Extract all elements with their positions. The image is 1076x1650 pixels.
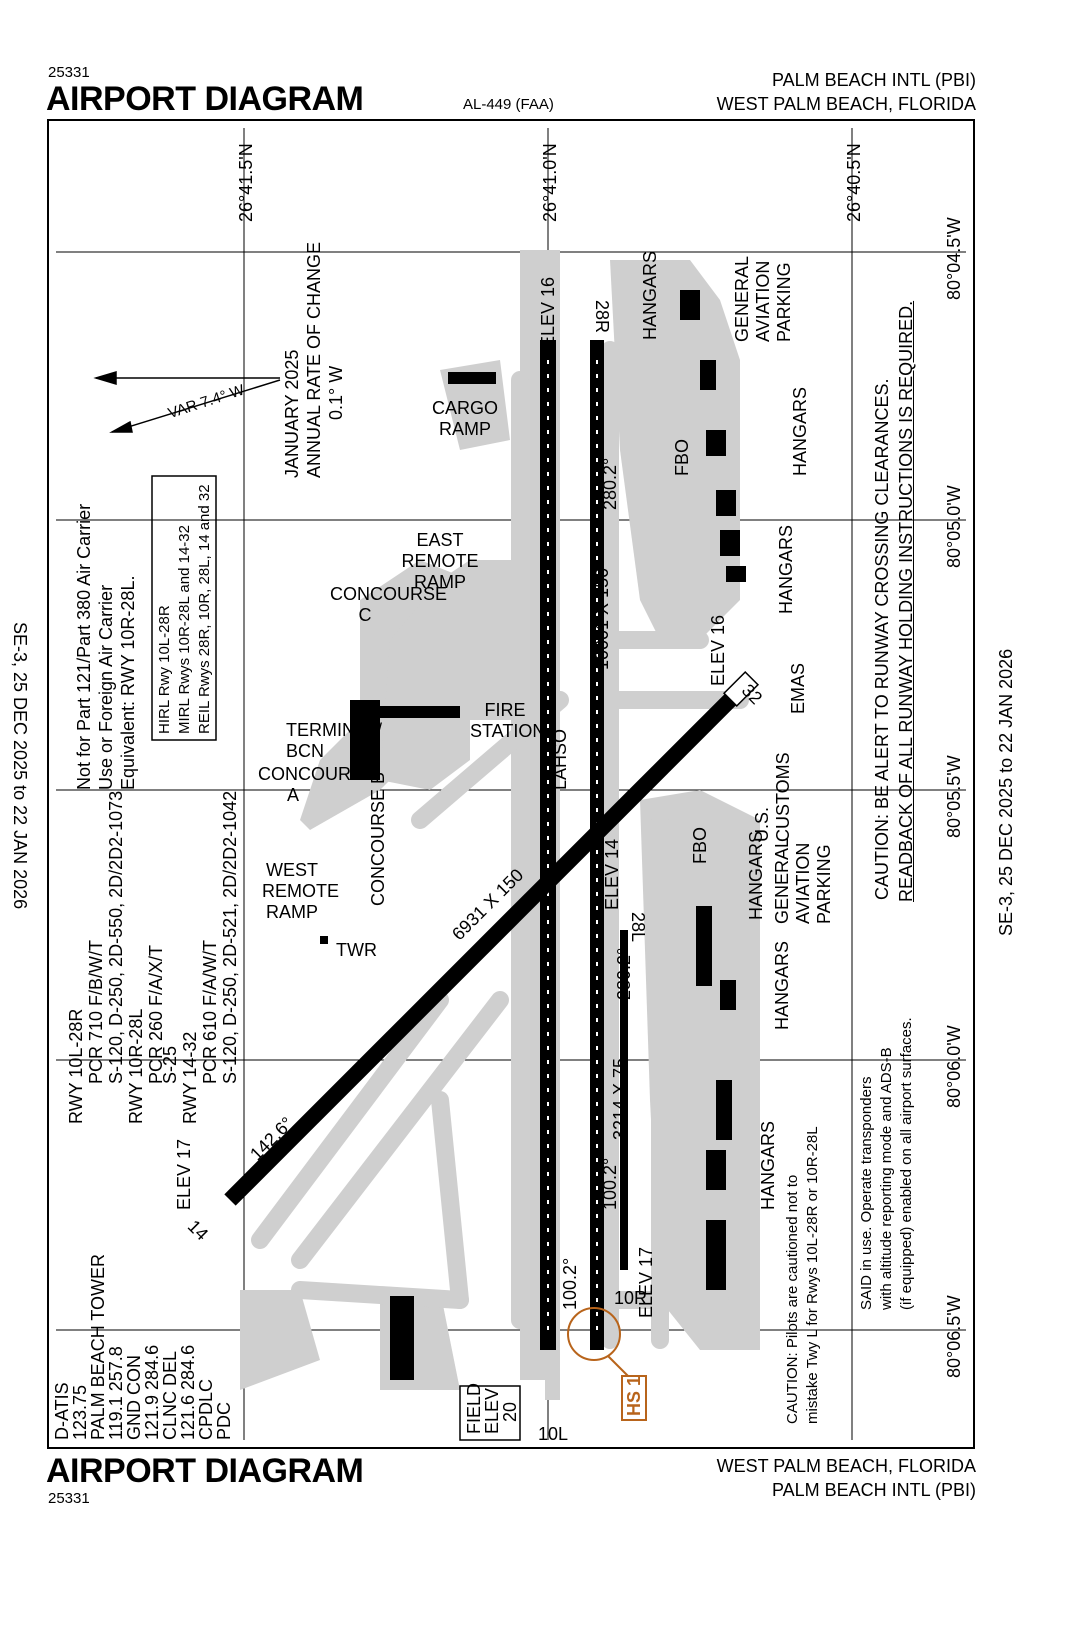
lighting-note-2: MIRL Rwys 10R-28L and 14-32 [176,525,193,734]
runway-10l-28r [540,340,556,1350]
page-title-bottom: AIRPORT DIAGRAM [46,1452,364,1490]
buildings [320,290,746,1380]
fire-station-label: FIRE STATION [470,700,546,741]
fbo-label-2: FBO [690,826,710,864]
lon-label-5: 80°06.5'W [944,1295,964,1378]
hangars-label-2: HANGARS [790,386,810,476]
elev-10r: ELEV 17 [636,1246,656,1318]
lat-label-1: 26°41.5'N [236,143,256,222]
lahso-label: LAHSO [550,728,570,790]
pcr-line-7: RWY 14-32 [180,1031,200,1124]
hangars-label-4: HANGARS [746,830,766,920]
terminal-label: TERMINAL/ BCN [286,720,383,761]
west-remote-ramp-label: WEST REMOTE RAMP [262,860,340,922]
hangars-label-6: HANGARS [758,1120,778,1210]
elev-14: ELEV 17 [174,1138,194,1210]
east-remote-ramp-label: EAST REMOTE RAMP [401,530,479,592]
pcr-line-9: S-120, D-250, 2D-521, 2D/2D2-1042 [220,790,240,1084]
rwy-end-28r: 28R [592,300,612,334]
chart-id: AL-449 (FAA) [463,96,554,113]
rwy-end-10r: 10R [614,1288,648,1308]
rwy-10l-28r-dims: 10001 X 150 [592,567,612,670]
caution-main-2: READBACK OF ALL RUNWAY HOLDING INSTRUCTI… [896,300,916,902]
said-note-3: (if equipped) enabled on all airport sur… [898,1017,915,1310]
city-bottom: WEST PALM BEACH, FLORIDA [716,1456,976,1476]
us-customs-label: U.S. CUSTOMS [752,752,793,842]
variation-note-1: JANUARY 2025 [282,349,302,478]
pcr-line-8: PCR 610 F/A/W/T [200,939,220,1084]
lon-label-1: 80°04.5'W [944,217,964,300]
lon-label-3: 80°05.5'W [944,755,964,838]
part121-note-2: Use or Foreign Air Carrier [96,584,116,790]
said-note-1: SAID in use. Operate transponders [858,1076,875,1310]
taxiways [251,341,749,1349]
elev-28r: ELEV 16 [538,276,558,348]
elev-32: ELEV 16 [708,614,728,686]
runway-10r-28l [620,930,628,1270]
city-top: WEST PALM BEACH, FLORIDA [716,94,976,114]
ga-parking-label-1: GENERAL AVIATION PARKING [732,256,794,342]
lighting-note-3: REIL Rwys 28R, 10R, 28L, 14 and 32 [196,484,213,734]
field-elev-3: 20 [500,1401,520,1422]
pcr-line-1: RWY 10L-28R [66,1008,86,1124]
map-frame [47,119,975,1449]
emas-label: EMAS [788,662,808,714]
lon-label-4: 80°06.0'W [944,1025,964,1108]
rwy-end-28l: 28L [628,912,648,943]
hangars-label-3: HANGARS [776,524,796,614]
hotspot-label: HS 1 [624,1375,644,1416]
airport-name-top: PALM BEACH INTL (PBI) [771,70,976,90]
freq-line-10: PDC [214,1401,234,1440]
hotspot-circle [567,1307,621,1361]
variation-arrows [93,370,281,433]
airport-name-bottom: PALM BEACH INTL (PBI) [771,1480,976,1500]
elev-28l: ELEV 14 [602,838,622,910]
concourse-c-label: CONCOURSE C [330,584,448,625]
hdg-280-a: 280.2° [600,457,620,510]
doc-number-top: 25331 [48,64,90,81]
page-title: AIRPORT DIAGRAM [46,80,364,118]
fbo-label-1: FBO [672,438,692,476]
said-note-2: with altitude reporting mode and ADS-B [878,1047,895,1310]
hangars-label-5: HANGARS [772,940,792,1030]
hdg-100-a: 100.2° [560,1257,580,1310]
pcr-line-3: S-120, D-250, 2D-550, 2D/2D2-1073 [106,790,126,1084]
lon-label-2: 80°05.0'W [944,485,964,568]
cargo-ramp-label: CARGO RAMP [431,398,498,439]
caution-twy-2: mistake Twy L for Rwys 10L-28R or 10R-28… [804,1126,821,1424]
pcr-line-2: PCR 710 F/B/W/T [86,939,106,1084]
concourse-a-label: CONCOURSE A [258,764,376,805]
rwy-end-10l: 10L [538,1424,569,1444]
lat-label-3: 26°40.5'N [844,143,864,222]
hdg-280-b: 280.2° [614,947,634,1000]
part121-note-1: Not for Part 121/Part 380 Air Carrier [74,503,94,790]
variation-note-3: 0.1° W [326,365,346,420]
lighting-note-1: HIRL Rwy 10L-28R [156,605,173,734]
lat-label-2: 26°41.0'N [540,143,560,222]
pcr-line-6: S-25 [160,1045,180,1084]
part121-note-3: Equivalent: RWY 10R-28L. [118,575,138,790]
hdg-100-b: 100.2° [600,1157,620,1210]
concourse-b-label: CONCOURSE B [368,771,388,906]
runway-14-32 [224,684,746,1206]
rwy-10r-28l-dims: 3214 X 75 [610,1057,630,1140]
tower-label: TWR [336,940,377,960]
doc-number-bottom: 25331 [48,1490,90,1507]
variation-note-2: ANNUAL RATE OF CHANGE [304,241,324,478]
pcr-line-4: RWY 10R-28L [126,1008,146,1124]
runway-10l-28r-body [590,340,604,1350]
caution-twy-1: CAUTION: Pilots are cautioned not to [784,1174,801,1424]
caution-main-1: CAUTION: BE ALERT TO RUNWAY CROSSING CLE… [872,378,892,900]
hangars-label-1: HANGARS [640,250,660,340]
